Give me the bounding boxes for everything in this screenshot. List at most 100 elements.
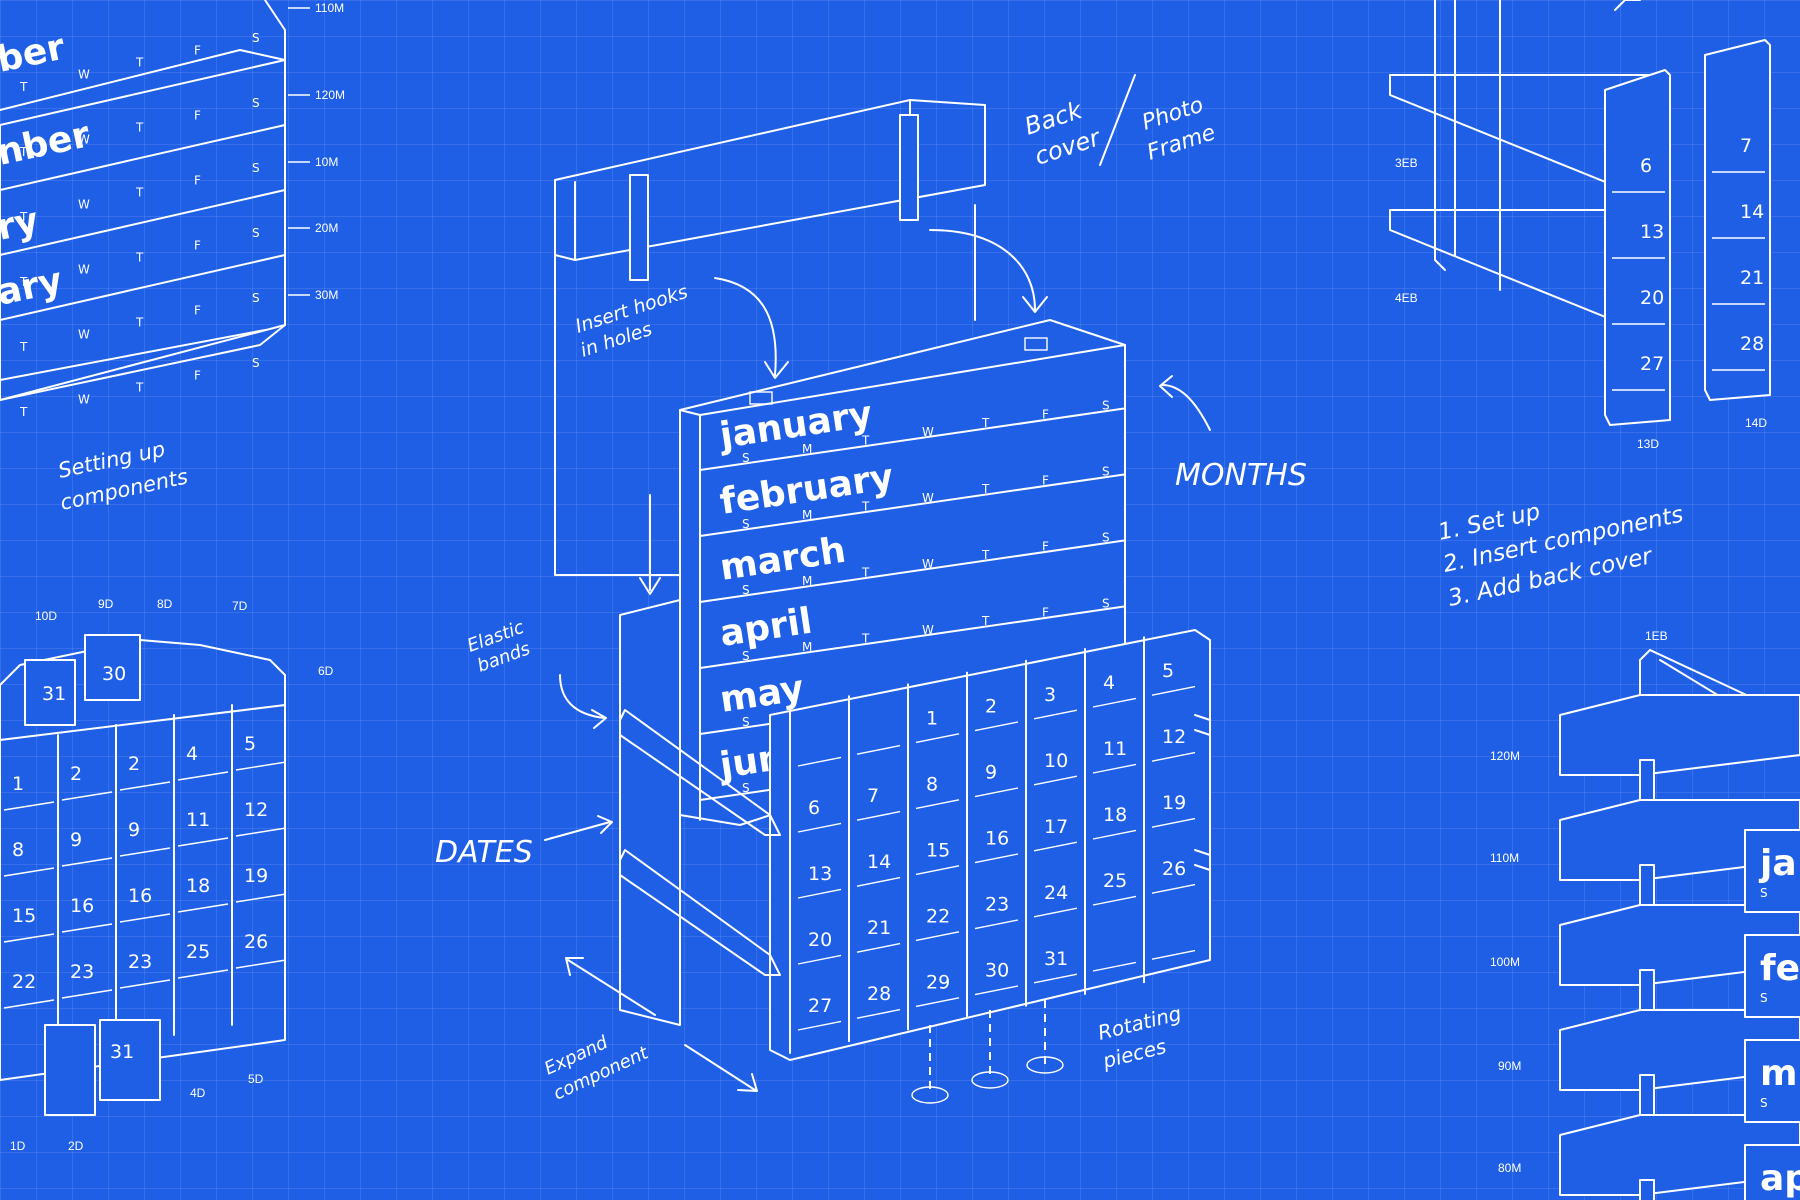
date-cell-divider-2-3 — [915, 931, 960, 942]
right-bottom-month-0: ja — [1758, 843, 1797, 884]
right-top-a-3: 27 — [1640, 353, 1664, 375]
date-cell-divider-3-4 — [974, 985, 1019, 996]
left-bottom-cell-1-2: 16 — [70, 895, 94, 917]
left-top-weekday-4-0: T — [19, 340, 28, 354]
date-cell-3-3: 23 — [985, 894, 1009, 916]
date-cell-6-1: 12 — [1162, 726, 1186, 748]
right-bottom-month-tile-2 — [1744, 1039, 1800, 1123]
left-bottom-cell-0-1: 8 — [12, 839, 24, 861]
date-cell-3-0: 2 — [985, 696, 997, 718]
right-bottom-month-tile-3 — [1744, 1144, 1800, 1200]
right-bottom-strip-0 — [1559, 694, 1800, 776]
left-bottom-cell-divider-3-0 — [177, 771, 229, 781]
left-bottom-top-piece-30 — [84, 634, 141, 701]
left-top-weekday-0-0: T — [19, 80, 28, 94]
left-bottom-cell-2-3: 23 — [128, 951, 152, 973]
left-top-weekday-0-3: F — [194, 43, 201, 57]
date-cell-6-2: 19 — [1162, 792, 1186, 814]
date-cell-divider-5-0 — [1092, 697, 1137, 708]
left-bottom-dim-5: 1D — [10, 1139, 26, 1153]
left-bottom-dim-0: 10D — [35, 609, 57, 623]
date-cell-5-1: 11 — [1103, 738, 1127, 760]
month-weekday-1-5: F — [1042, 473, 1049, 487]
date-cell-divider-6-1 — [1151, 751, 1196, 762]
date-cell-1-2: 14 — [867, 851, 891, 873]
back-cover-left-edge — [554, 254, 681, 576]
left-bottom-cell-divider-4-3 — [235, 959, 287, 969]
date-cell-1-4: 28 — [867, 983, 891, 1005]
insert-hooks-arrow — [714, 277, 777, 376]
month-block-hole-right — [1024, 337, 1048, 351]
right-bottom-hook-1 — [1639, 864, 1655, 911]
elastic-band-bottom — [619, 849, 781, 976]
right-bottom-dim-1: 120M — [1490, 749, 1520, 763]
left-bottom-cell-divider-1-3 — [61, 989, 113, 999]
left-bottom-cell-3-2: 18 — [186, 875, 210, 897]
month-strip-divider-1 — [699, 473, 1126, 537]
left-bottom-loose-piece — [44, 1024, 96, 1116]
left-bottom-cell-4-1: 12 — [244, 799, 268, 821]
left-top-weekday-2-2: T — [135, 185, 144, 199]
hook-right — [899, 114, 919, 221]
date-cell-divider-2-0 — [915, 733, 960, 744]
date-cell-divider-1-2 — [856, 876, 901, 887]
left-top-weekday-3-4: S — [252, 226, 260, 240]
date-cell-6-0: 5 — [1162, 660, 1174, 682]
left-bottom-cell-4-2: 19 — [244, 865, 268, 887]
left-bottom-cell-divider-3-1 — [177, 837, 229, 847]
date-cell-divider-6-0 — [1151, 685, 1196, 696]
date-cell-3-1: 9 — [985, 762, 997, 784]
left-top-weekday-1-4: S — [252, 96, 260, 110]
left-bottom-loose-piece-31 — [99, 1019, 161, 1101]
left-top-month-1: ber — [0, 27, 69, 81]
date-cell-divider-5-2 — [1092, 829, 1137, 840]
left-bottom-cell-divider-2-1 — [119, 847, 171, 857]
date-cell-6-3: 26 — [1162, 858, 1186, 880]
month-strip-divider-2 — [699, 539, 1126, 603]
date-cell-0-1: 6 — [808, 797, 820, 819]
date-cell-divider-0-1 — [797, 822, 842, 833]
left-bottom-cell-1-1: 9 — [70, 829, 82, 851]
month-weekday-0-5: F — [1042, 407, 1049, 421]
left-bottom-cell-2-1: 9 — [128, 819, 140, 841]
annotation-arrows — [544, 74, 1211, 1092]
date-cell-divider-4-2 — [1033, 841, 1078, 852]
date-cell-divider-4-0 — [1033, 709, 1078, 720]
dates-arrow — [544, 821, 611, 841]
expand-arrow-up — [567, 959, 656, 1016]
left-bottom-cell-divider-0-1 — [3, 867, 55, 877]
date-cell-4-2: 17 — [1044, 816, 1068, 838]
left-bottom-cell-divider-3-3 — [177, 969, 229, 979]
left-top-weekday-1-0: T — [19, 145, 28, 159]
date-cell-divider-0-3 — [797, 954, 842, 965]
right-top-b-1: 14 — [1740, 201, 1764, 223]
left-top-dim-2: 10M — [315, 155, 338, 169]
month-weekday-0-4: T — [981, 416, 990, 430]
left-top-dim-3: 20M — [315, 221, 338, 235]
left-top-month-panel: ber nber ry ary TWTFSTWTFSTWTFSTWTFSTWTF… — [0, 0, 345, 419]
right-bottom-dim-0: 1EB — [1645, 629, 1668, 643]
right-bottom-month-1: fe — [1760, 948, 1800, 989]
month-weekday-3-5: F — [1042, 605, 1049, 619]
rotate-indicator-3 — [1026, 1056, 1064, 1074]
left-bottom-dim-8: 5D — [248, 1072, 264, 1086]
left-bottom-cell-0-0: 1 — [12, 773, 24, 795]
left-bottom-dim-1: 9D — [98, 597, 114, 611]
month-weekday-1-1: M — [802, 508, 812, 522]
date-cell-5-3: 25 — [1103, 870, 1127, 892]
left-bottom-cell-3-1: 11 — [186, 809, 210, 831]
right-top-column-a — [1604, 69, 1671, 426]
right-bottom-hook-0 — [1639, 759, 1655, 806]
month-weekday-3-0: S — [742, 649, 750, 663]
left-top-weekday-3-0: T — [19, 275, 28, 289]
date-cell-divider-1-4 — [856, 1008, 901, 1019]
left-top-weekday-0-4: S — [252, 31, 260, 45]
month-weekday-3-4: T — [981, 614, 990, 628]
back-cover-top-bar — [554, 99, 986, 261]
date-cell-2-1: 8 — [926, 773, 938, 795]
month-weekday-0-3: W — [922, 425, 934, 439]
date-cell-divider-0-2 — [797, 888, 842, 899]
